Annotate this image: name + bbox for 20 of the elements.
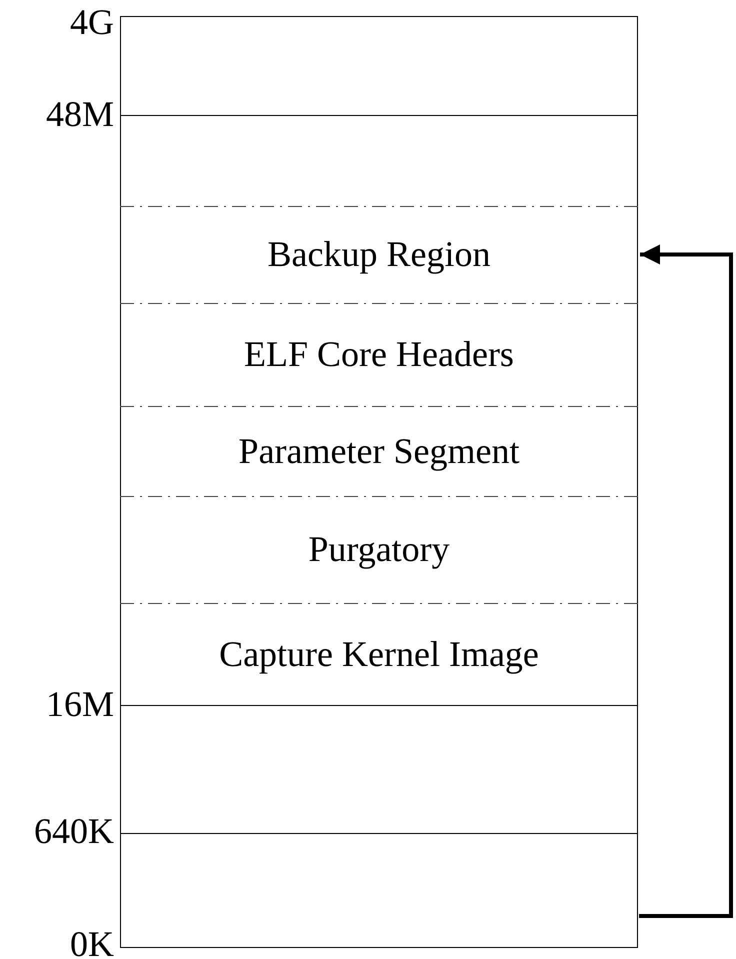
address-label: 0K bbox=[70, 926, 114, 959]
memory-region bbox=[120, 833, 638, 948]
arrow bbox=[639, 244, 733, 918]
memory-region bbox=[120, 603, 638, 706]
memory-region bbox=[120, 406, 638, 497]
region-label: Backup Region bbox=[268, 235, 490, 275]
address-label: 640K bbox=[34, 813, 114, 849]
memory-region bbox=[120, 206, 638, 304]
region-label: Capture Kernel Image bbox=[219, 634, 539, 674]
address-label: 48M bbox=[46, 96, 114, 132]
memory-region bbox=[120, 496, 638, 604]
memory-region bbox=[120, 705, 638, 834]
region-label: Parameter Segment bbox=[238, 432, 520, 472]
memory-region bbox=[120, 16, 638, 116]
address-label: 4G bbox=[70, 4, 114, 40]
region-label: ELF Core Headers bbox=[244, 335, 514, 375]
address-label: 16M bbox=[46, 686, 114, 722]
memory-region bbox=[120, 303, 638, 407]
region-label: Purgatory bbox=[308, 530, 450, 570]
memory-region bbox=[120, 115, 638, 207]
